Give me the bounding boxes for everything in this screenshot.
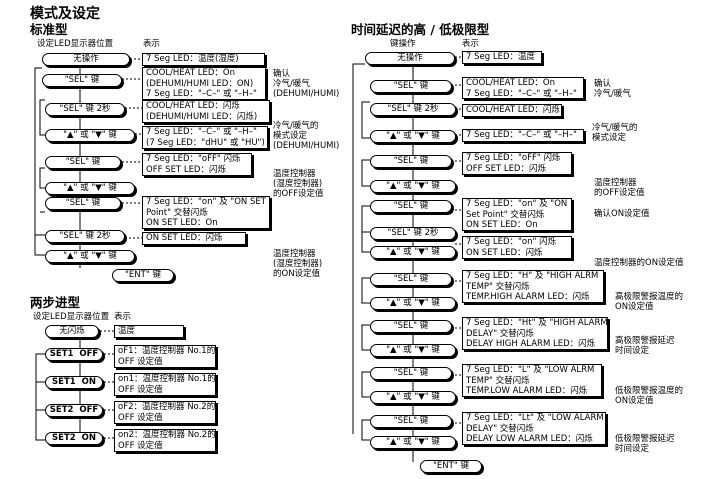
r-step-no-operation: 无操作 <box>365 52 455 65</box>
section-title-delay-limit: 时间延迟的高 / 低极限型 <box>351 22 490 37</box>
step-sel-key-off: "SEL" 键 <box>45 156 121 169</box>
display-on-set-flash: ON SET LED：闪烁 <box>142 232 246 245</box>
r-step-sel-low-temp: "SEL" 键 <box>370 367 452 380</box>
r-note-on-setpoint: 温度控制器的ON设定值 <box>594 258 684 268</box>
step-up-down-key-3: "▲" 或 "▼" 键 <box>45 250 135 263</box>
header-display: 表示 <box>143 39 161 49</box>
r-display-on-flash: 7 Seg LED："on" 闪烁 ON SET LED：闪烁 <box>462 236 572 259</box>
r-step-sel-key: "SEL" 键 <box>370 80 452 93</box>
display-temperature: 温度 <box>114 325 184 338</box>
r-note-high-delay: 高极限警报延迟 时间设定 <box>615 336 675 357</box>
header-key-operation: 键操作 <box>390 39 416 49</box>
r-display-low-delay: 7 Seg LED："Lt" 及 "LOW ALARM DELAY" 交替闪烁 … <box>462 412 606 445</box>
ent-key-standard: "ENT" 键 <box>112 269 174 282</box>
r-step-up-down-5: "▲" 或 "▼" 键 <box>370 344 456 357</box>
r-step-sel-2s: "SEL" 键 2秒 <box>370 103 456 116</box>
note-on-setpoint: 温度控制器 (湿度控制器) 的ON设定值 <box>273 249 323 280</box>
r-display-on-set: 7 Seg LED："on" 及 "ON Set Point" 交替闪烁 ON … <box>462 198 572 231</box>
r-ent-key: "ENT" 键 <box>420 460 482 473</box>
note-off-setpoint: 温度控制器 (湿度控制器) 的OFF设定值 <box>273 169 324 200</box>
r-display-up-down-1: 7 Seg LED："–C–" 或 "–H–" <box>462 129 584 142</box>
r-note-mode: 冷气/暖气的 模式设定 <box>592 123 638 144</box>
note-cool-heat-mode: 冷气/暖气的 模式设定 (DEHUMI/HUMI) <box>273 121 340 152</box>
r-note-low-temp: 低极限警报温度的 ON设定值 <box>615 386 684 407</box>
r-note-low-delay: 低极限警报延迟 时间设定 <box>615 434 675 455</box>
step-set2-off: SET2 OFF <box>45 404 103 417</box>
step-no-operation: 无操作 <box>42 53 130 66</box>
r-display-sel-key: COOL/HEAT LED：On 7 Seg LED："–C–" 或 "–H–" <box>462 77 584 99</box>
r-note-high-temp: 高极限警报温度的 ON设定值 <box>615 292 684 313</box>
header-display-right: 表示 <box>462 39 480 49</box>
header2-display-position: 设定LED显示器位置 <box>33 312 110 322</box>
r-step-sel-high-delay: "SEL" 键 <box>370 320 452 333</box>
display-on-set: 7 Seg LED："on" 及 "ON SET Point" 交替闪烁 ON … <box>142 196 270 229</box>
header-display-position: 设定LED显示器位置 <box>37 39 114 49</box>
r-display-low-temp: 7 Seg LED："L" 及 "LOW ALRM TEMP" 交替闪烁 TEM… <box>462 364 602 397</box>
r-note-confirm: 确认 冷气/暖气 <box>594 79 631 100</box>
step-up-down-key-2: "▲" 或 "▼" 键 <box>45 182 135 195</box>
r-step-up-down-1: "▲" 或 "▼" 键 <box>370 130 456 143</box>
r-display-no-operation: 7 Seg LED：温度 <box>462 51 542 64</box>
display-set2-on: on2：温度控制器 No.2的 OFF 设定值 <box>114 429 216 452</box>
display-set1-on: on1：温度控制器 No.1的 OFF 设定值 <box>114 373 216 396</box>
step-set2-on: SET2 ON <box>45 432 103 445</box>
display-sel-key: COOL/HEAT LED：On (DEHUMI/HUMI LED：ON) 7 … <box>142 67 266 100</box>
display-sel-key-2s: COOL/HEAT LED：闪烁 (DEHUMI/HUMI LED：闪烁) <box>142 100 270 123</box>
r-step-up-down-2: "▲" 或 "▼" 键 <box>370 180 456 193</box>
step-set1-on: SET1 ON <box>45 376 103 389</box>
r-display-high-temp: 7 Seg LED："H" 及 "HIGH ALRM TEMP" 交替闪烁 TE… <box>462 270 604 303</box>
section-title-two-step: 两步进型 <box>30 295 81 310</box>
display-set2-off: oF2：温度控制器 No.2的 OFF 设定值 <box>114 401 216 424</box>
page-title: 模式及设定 <box>30 6 100 22</box>
r-step-sel-high-temp: "SEL" 键 <box>370 273 452 286</box>
display-set1-off: oF1：温度控制器 No.1的 OFF 设定值 <box>114 345 216 368</box>
r-step-up-down-3: "▲" 或 "▼" 键 <box>370 246 456 259</box>
r-step-up-down-7: "▲" 或 "▼" 键 <box>370 436 456 449</box>
note-confirm-cool-heat: 确认 冷气/暖气 (DEHUMI/HUMI) <box>273 69 340 100</box>
r-step-sel-on: "SEL" 键 <box>370 200 452 213</box>
step-sel-key: "SEL" 键 <box>42 74 122 87</box>
r-display-sel-2s: COOL/HEAT LED：闪烁 <box>462 104 562 117</box>
display-up-down-key-1: 7 Seg LED："–C–" 或 "–H–" (7 Seg LED："dHU"… <box>142 126 268 149</box>
step-sel-key-2s-on: "SEL" 键 2秒 <box>45 230 125 243</box>
r-display-high-delay: 7 Seg LED："Ht" 及 "HIGH ALARM DELAY" 交替闪烁… <box>462 317 608 350</box>
display-off-set: 7 Seg LED："oFF" 闪烁 OFF SET LED：闪烁 <box>142 153 252 176</box>
display-no-operation: 7 Seg LED：温度(湿度) <box>142 53 265 66</box>
r-note-off-setpoint: 温度控制器 的OFF设定值 <box>594 178 645 199</box>
r-step-sel-low-delay: "SEL" 键 <box>370 415 452 428</box>
r-step-sel-2s-on: "SEL" 键 2秒 <box>370 227 456 240</box>
header2-display: 表示 <box>114 312 132 322</box>
step-sel-key-on: "SEL" 键 <box>45 197 121 210</box>
step-set1-off: SET1 OFF <box>45 348 103 361</box>
step-sel-key-2s: "SEL" 键 2秒 <box>45 103 125 116</box>
r-step-sel-off: "SEL" 键 <box>370 155 452 168</box>
section-title-standard: 标准型 <box>30 22 68 37</box>
step-no-flash: 无闪烁 <box>45 325 99 338</box>
r-step-up-down-4: "▲" 或 "▼" 键 <box>370 297 456 310</box>
r-step-up-down-6: "▲" 或 "▼" 键 <box>370 391 456 404</box>
r-note-confirm-on: 确认ON设定值 <box>594 209 650 219</box>
r-display-off-set: 7 Seg LED："oFF" 闪烁 OFF SET LED：闪烁 <box>462 152 572 175</box>
step-up-down-key-1: "▲" 或 "▼" 键 <box>45 129 135 142</box>
